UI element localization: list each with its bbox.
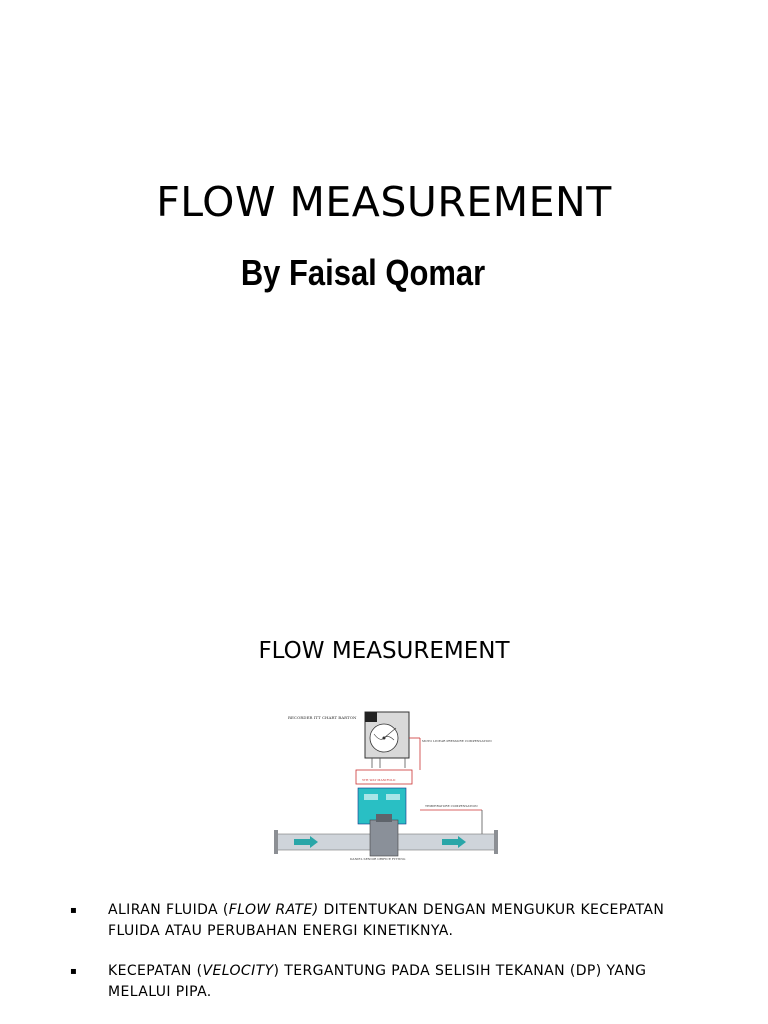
bullet-text: DITENTUKAN DENGAN MENGUKUR KECEPATAN FLU… — [108, 902, 665, 939]
recorder-top-panel — [365, 712, 377, 722]
bullet-marker: ▪ — [70, 966, 78, 977]
orifice-fitting — [369, 819, 399, 857]
recorder-pen-arm — [383, 727, 397, 739]
section-title: FLOW MEASUREMENT — [258, 638, 510, 664]
flow-meter-diagram: RECORDER ITT CHART BARTON MOTO LINEAR PR… — [274, 711, 498, 861]
bullet-emphasis: FLOW RATE) — [228, 902, 319, 918]
page-title: FLOW MEASUREMENT — [156, 178, 612, 226]
bullet-text: ALIRAN FLUIDA ( — [108, 902, 229, 918]
bullet-text: ) TERGANTUNG PADA SELISIH TEKANAN (DP) Y… — [108, 963, 647, 1000]
recorder-label: RECORDER ITT CHART BARTON — [288, 715, 357, 720]
author-line: By Faisal Qomar — [240, 252, 486, 293]
three-way-manifold — [355, 769, 413, 785]
temp-comp-label: TEMPERATURE COMPENSATION — [425, 804, 478, 808]
orifice-top — [376, 814, 392, 822]
content-slide: FLOW MEASUREMENT RECORDER ITT CHART BART… — [0, 600, 768, 1024]
list-item: ▪ KECEPATAN (VELOCITY) TERGANTUNG PADA S… — [70, 961, 710, 1003]
pipe-flange-left — [274, 830, 278, 854]
flow-arrow-out — [442, 836, 466, 848]
bullet-text: KECEPATAN ( — [108, 963, 203, 979]
list-item: ▪ ALIRAN FLUIDA (FLOW RATE) DITENTUKAN D… — [70, 900, 710, 942]
flow-arrow-in — [294, 836, 318, 848]
dp-cell-left — [364, 794, 378, 800]
dp-cell-right — [386, 794, 400, 800]
title-slide: FLOW MEASUREMENT By Faisal Qomar — [156, 178, 612, 293]
manifold-label: 5TH WAY MANIFOLD — [362, 778, 396, 782]
bullet-emphasis: VELOCITY — [202, 963, 274, 979]
pipe-flange-right — [494, 830, 498, 854]
bullet-list: ▪ ALIRAN FLUIDA (FLOW RATE) DITENTUKAN D… — [70, 900, 710, 1022]
sensor-label: DANIEL SENIOR ORIFICE FITTING — [350, 857, 406, 861]
static-pressure-label: MOTO LINEAR PRESSURE COMPENSATION — [422, 739, 492, 743]
bullet-marker: ▪ — [70, 905, 78, 916]
